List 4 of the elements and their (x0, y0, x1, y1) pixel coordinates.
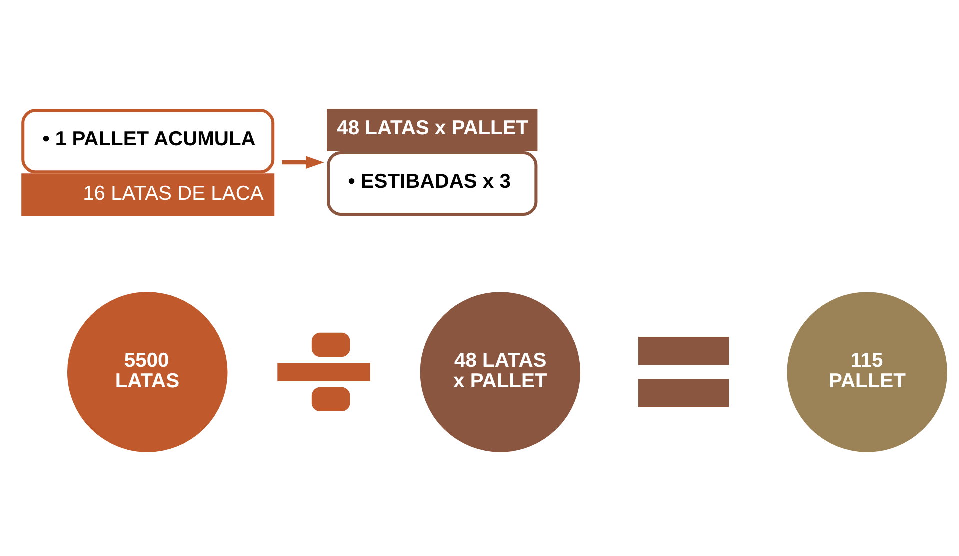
node-circle: 5500 LATAS (66, 292, 228, 452)
arrow (282, 156, 324, 168)
node-circle: 48 LATAS x PALLET (420, 292, 580, 452)
node-circle: 115 PALLET (786, 292, 947, 452)
